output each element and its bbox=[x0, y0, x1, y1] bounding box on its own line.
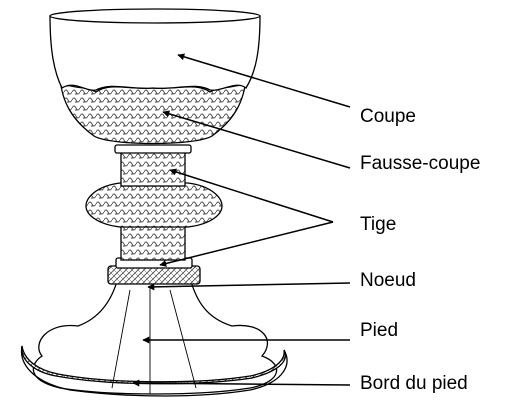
cup bbox=[50, 16, 260, 90]
arrow-tige-lower bbox=[160, 222, 333, 265]
label-fausse-coupe: Fausse-coupe bbox=[360, 153, 480, 175]
label-coupe: Coupe bbox=[360, 106, 416, 128]
cup-rim bbox=[50, 9, 260, 23]
chalice-illustration bbox=[22, 9, 287, 396]
label-bord-du-pied: Bord du pied bbox=[360, 373, 468, 395]
stem-ring bbox=[115, 145, 191, 153]
label-tige: Tige bbox=[360, 214, 396, 236]
collar bbox=[108, 266, 200, 284]
upper-stem bbox=[121, 150, 185, 186]
knop bbox=[86, 183, 222, 227]
label-noeud: Noeud bbox=[360, 270, 416, 292]
label-pied: Pied bbox=[360, 320, 398, 342]
